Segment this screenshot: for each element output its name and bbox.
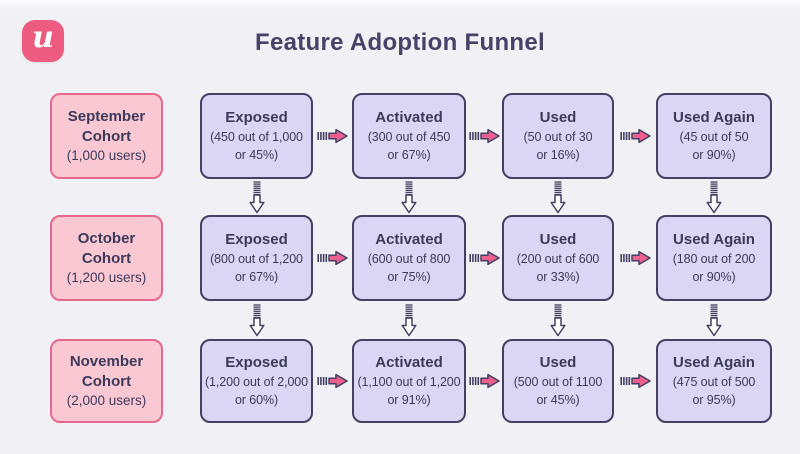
right-arrow-icon	[614, 215, 656, 301]
stage-detail: (300 out of 450 or 67%)	[367, 130, 451, 162]
stage-detail: (1,100 out of 1,200 or 91%)	[357, 375, 461, 407]
cohort-name: September Cohort	[67, 108, 146, 145]
stage-label: Activated	[375, 353, 443, 371]
cohort-name: October Cohort	[77, 230, 136, 267]
stage-box-used-again: Used Again (45 out of 50 or 90%)	[656, 93, 772, 179]
cohort-users: (2,000 users)	[66, 393, 147, 409]
right-arrow-icon	[466, 215, 502, 301]
down-arrow-icon	[200, 179, 313, 215]
stage-detail: (1,200 out of 2,000 or 60%)	[204, 375, 309, 407]
down-arrow-icon	[352, 179, 466, 215]
cohort-users: (1,000 users)	[66, 148, 147, 164]
stage-box-used-again: Used Again (475 out of 500 or 95%)	[656, 339, 772, 423]
right-arrow-icon	[466, 339, 502, 423]
right-arrow-icon	[614, 93, 656, 179]
stage-detail: (500 out of 1100 or 45%)	[513, 375, 603, 407]
cohort-users: (1,200 users)	[66, 270, 147, 286]
stage-label: Used Again	[673, 230, 755, 248]
down-arrow-icon	[200, 301, 313, 339]
stage-box-activated: Activated (1,100 out of 1,200 or 91%)	[352, 339, 466, 423]
stage-label: Exposed	[225, 230, 288, 248]
stage-box-used: Used (200 out of 600 or 33%)	[502, 215, 614, 301]
cohort-box-november: November Cohort (2,000 users)	[50, 339, 163, 423]
stage-label: Used Again	[673, 353, 755, 371]
cohort-box-october: October Cohort (1,200 users)	[50, 215, 163, 301]
stage-box-exposed: Exposed (450 out of 1,000 or 45%)	[200, 93, 313, 179]
stage-label: Used	[539, 230, 577, 248]
funnel-grid: September Cohort (1,000 users) Exposed (…	[50, 93, 772, 423]
stage-detail: (450 out of 1,000 or 45%)	[210, 130, 303, 162]
stage-box-used: Used (500 out of 1100 or 45%)	[502, 339, 614, 423]
cohort-box-september: September Cohort (1,000 users)	[50, 93, 163, 179]
stage-box-used-again: Used Again (180 out of 200 or 90%)	[656, 215, 772, 301]
down-arrow-icon	[656, 301, 772, 339]
stage-detail: (50 out of 30 or 16%)	[523, 130, 593, 162]
stage-box-exposed: Exposed (1,200 out of 2,000 or 60%)	[200, 339, 313, 423]
stage-box-used: Used (50 out of 30 or 16%)	[502, 93, 614, 179]
stage-label: Exposed	[225, 108, 288, 126]
down-arrow-icon	[502, 301, 614, 339]
right-arrow-icon	[614, 339, 656, 423]
stage-detail: (600 out of 800 or 75%)	[367, 252, 451, 284]
stage-detail: (45 out of 50 or 90%)	[679, 130, 749, 162]
stage-label: Activated	[375, 230, 443, 248]
stage-label: Activated	[375, 108, 443, 126]
stage-label: Used	[539, 108, 577, 126]
stage-box-exposed: Exposed (800 out of 1,200 or 67%)	[200, 215, 313, 301]
right-arrow-icon	[466, 93, 502, 179]
stage-box-activated: Activated (300 out of 450 or 67%)	[352, 93, 466, 179]
logo-letter: u	[32, 20, 54, 55]
page-title: Feature Adoption Funnel	[255, 29, 545, 56]
cohort-name: November Cohort	[69, 353, 144, 390]
down-arrow-icon	[656, 179, 772, 215]
down-arrow-icon	[502, 179, 614, 215]
stage-label: Exposed	[225, 353, 288, 371]
userpilot-logo: u	[22, 20, 64, 62]
stage-label: Used Again	[673, 108, 755, 126]
right-arrow-icon	[313, 93, 352, 179]
stage-label: Used	[539, 353, 577, 371]
stage-box-activated: Activated (600 out of 800 or 75%)	[352, 215, 466, 301]
stage-detail: (475 out of 500 or 95%)	[672, 375, 756, 407]
stage-detail: (200 out of 600 or 33%)	[516, 252, 600, 284]
stage-detail: (800 out of 1,200 or 67%)	[210, 252, 303, 284]
stage-detail: (180 out of 200 or 90%)	[672, 252, 756, 284]
right-arrow-icon	[313, 215, 352, 301]
down-arrow-icon	[352, 301, 466, 339]
right-arrow-icon	[313, 339, 352, 423]
